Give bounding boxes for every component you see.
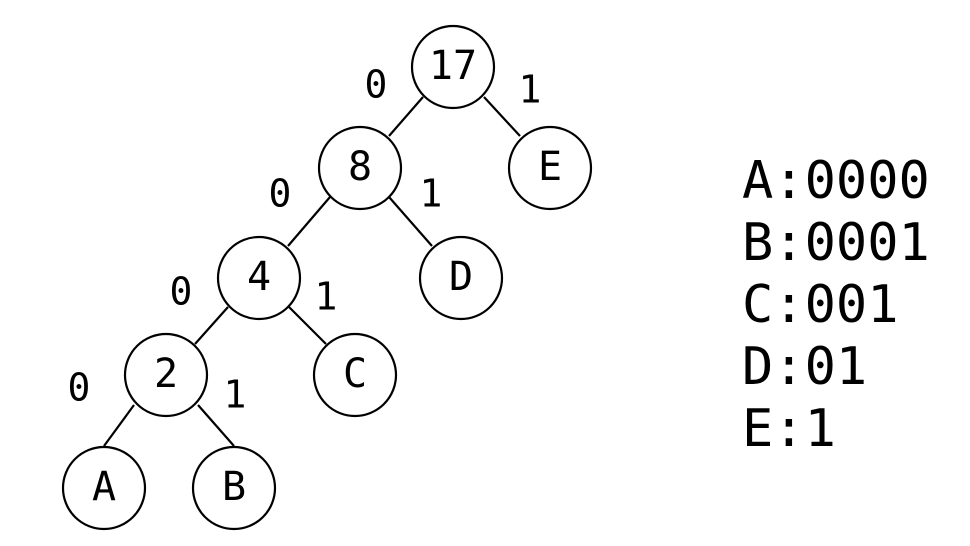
edge-2-A bbox=[103, 404, 135, 447]
code-entry-d: D:01 bbox=[742, 337, 868, 397]
edge-label-17-8: 0 bbox=[365, 63, 388, 107]
edge-2-B bbox=[197, 404, 235, 447]
node-C: C bbox=[312, 332, 398, 418]
node-17: 17 bbox=[410, 24, 496, 110]
node-2: 2 bbox=[123, 332, 209, 418]
code-table: A:0000 B:0001 C:001 D:01 E:1 bbox=[742, 150, 930, 460]
edge-label-8-4: 0 bbox=[269, 172, 292, 216]
edge-8-4 bbox=[287, 196, 331, 247]
code-entry-a: A:0000 bbox=[742, 151, 930, 211]
node-label-4: 4 bbox=[247, 254, 271, 300]
node-label-E: E bbox=[538, 144, 562, 190]
node-label-A: A bbox=[92, 464, 116, 510]
node-label-8: 8 bbox=[348, 144, 372, 190]
edge-label-2-A: 0 bbox=[68, 366, 91, 410]
code-entry-c: C:001 bbox=[742, 275, 899, 335]
node-label-C: C bbox=[343, 351, 367, 397]
node-D: D bbox=[418, 235, 504, 321]
node-B: B bbox=[191, 445, 277, 531]
node-E: E bbox=[507, 125, 593, 211]
edge-17-E bbox=[483, 96, 521, 137]
edge-label-4-C: 1 bbox=[315, 275, 338, 319]
edge-17-8 bbox=[388, 96, 424, 137]
edge-label-17-E: 1 bbox=[519, 68, 542, 112]
node-A: A bbox=[61, 445, 147, 531]
edge-4-C bbox=[288, 306, 327, 345]
edge-8-D bbox=[388, 196, 433, 247]
edge-label-4-2: 0 bbox=[170, 270, 193, 314]
node-label-D: D bbox=[449, 254, 473, 300]
edge-4-2 bbox=[194, 306, 229, 345]
node-4: 4 bbox=[216, 235, 302, 321]
node-label-17: 17 bbox=[429, 43, 477, 89]
code-entry-e: E:1 bbox=[742, 399, 836, 459]
edge-label-8-D: 1 bbox=[420, 172, 443, 216]
node-8: 8 bbox=[317, 125, 403, 211]
code-entry-b: B:0001 bbox=[742, 213, 930, 273]
edge-label-2-B: 1 bbox=[224, 373, 247, 417]
node-label-2: 2 bbox=[154, 351, 178, 397]
node-label-B: B bbox=[222, 464, 246, 510]
